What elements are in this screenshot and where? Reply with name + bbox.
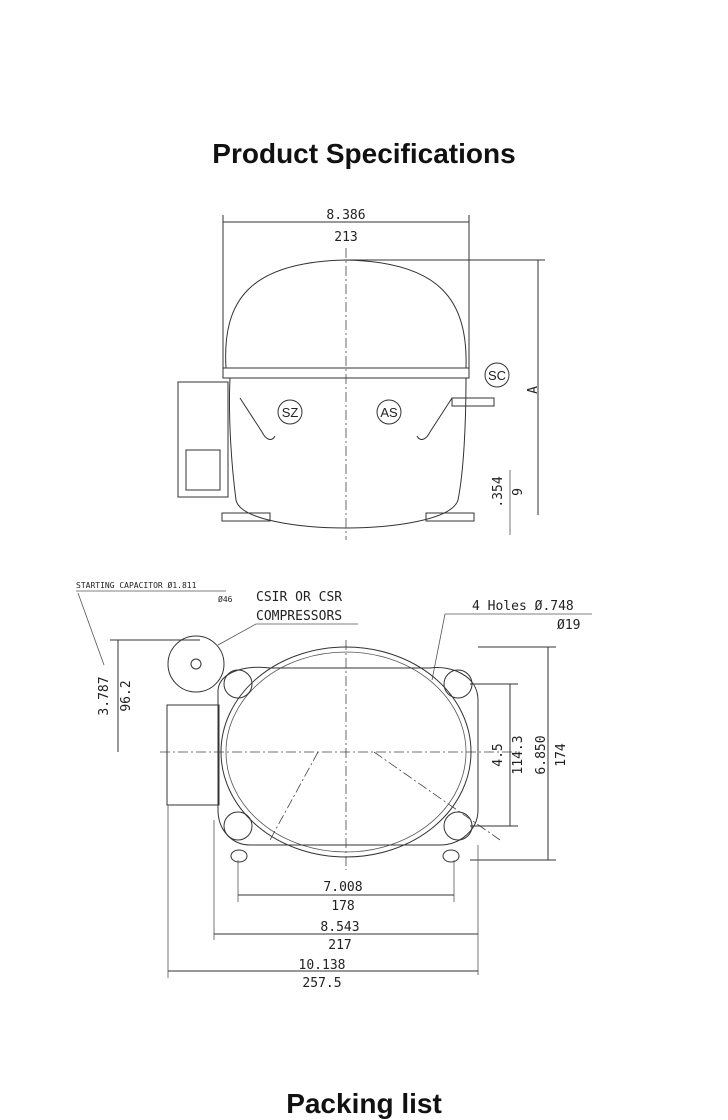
cap-offset-mm-label: 96.2 bbox=[119, 680, 134, 711]
packing-list-heading: Packing list bbox=[286, 1088, 442, 1119]
compressor-note-line1: CSIR OR CSR bbox=[256, 590, 342, 605]
depth-in-label: 6.850 bbox=[534, 735, 549, 774]
product-specifications-heading: Product Specifications bbox=[212, 138, 516, 169]
hole-pitch-y-mm-label: 114.3 bbox=[511, 735, 526, 774]
width-in-label: 8.386 bbox=[326, 208, 365, 223]
overall-width-in-label: 10.138 bbox=[299, 958, 346, 973]
foot-in-label: .354 bbox=[491, 476, 506, 507]
foot-mm-label: 9 bbox=[511, 488, 526, 496]
hole-pitch-y-in-label: 4.5 bbox=[491, 743, 506, 766]
width-mm-label: 213 bbox=[334, 230, 357, 245]
capacitor-note-line1: STARTING CAPACITOR Ø1.811 bbox=[76, 580, 197, 590]
holes-note-line2: Ø19 bbox=[557, 618, 580, 633]
hole-pitch-x-in-label: 7.008 bbox=[323, 880, 362, 895]
capacitor-note-line2: Ø46 bbox=[218, 594, 233, 604]
height-a-label: A bbox=[526, 386, 541, 394]
as-label: AS bbox=[380, 405, 398, 420]
hole-pitch-x-mm-label: 178 bbox=[331, 899, 354, 914]
side-view-drawing: 8.386 213 A .354 9 SZ AS SC bbox=[177, 208, 545, 540]
depth-mm-label: 174 bbox=[554, 743, 569, 767]
sz-label: SZ bbox=[282, 405, 299, 420]
compressor-note-line2: COMPRESSORS bbox=[256, 609, 342, 624]
top-view-drawing: STARTING CAPACITOR Ø1.811 Ø46 CSIR OR CS… bbox=[76, 580, 592, 991]
base-width-mm-label: 217 bbox=[328, 938, 351, 953]
sc-label: SC bbox=[488, 368, 506, 383]
base-width-in-label: 8.543 bbox=[320, 920, 359, 935]
cap-offset-in-label: 3.787 bbox=[97, 676, 112, 715]
holes-note-line1: 4 Holes Ø.748 bbox=[472, 599, 574, 614]
overall-width-mm-label: 257.5 bbox=[302, 976, 341, 991]
